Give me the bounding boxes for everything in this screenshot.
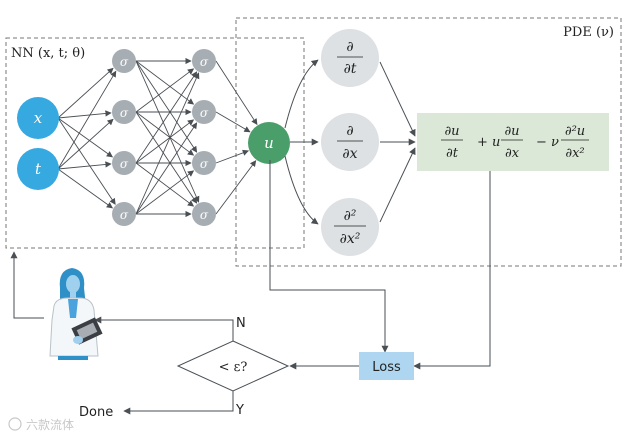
hidden-node-l2-4-label: σ: [200, 208, 209, 222]
hidden-node-l2-3: σ: [192, 151, 216, 175]
eq-term2-num: ∂u: [504, 124, 519, 139]
arrow-u-to-dt: [284, 59, 319, 129]
derivative-dxx-den: ∂x²: [340, 231, 361, 247]
done-label: Done: [79, 405, 113, 420]
arrow-no-to-researcher: [94, 316, 234, 341]
connector-u-to-loss: [269, 160, 389, 353]
hidden-node-l2-1-label: σ: [200, 55, 209, 69]
edge-h1-1-to-h2-0: [135, 68, 195, 113]
decision-no-label: N: [236, 316, 246, 331]
hidden-node-l1-3: σ: [112, 151, 136, 175]
hidden-node-l1-4-label: σ: [120, 208, 129, 222]
edge-input-0-to-h1-0: [57, 67, 114, 119]
input-node-x: x: [17, 97, 59, 139]
arrow-yes-to-done: [123, 391, 234, 415]
edge-input-0-to-h1-3: [57, 117, 116, 205]
edge-input-1-to-h1-1: [57, 118, 114, 170]
input-node-t: t: [17, 148, 59, 190]
network-edges: [57, 57, 258, 218]
connector-eq-to-loss: [413, 171, 491, 370]
edge-h1-3-to-h2-1: [135, 122, 198, 215]
hidden-node-l1-2: σ: [112, 100, 136, 124]
edge-h1-0-to-h2-3: [135, 60, 200, 203]
edge-input-1-to-h1-0: [57, 70, 117, 170]
loss-label: Loss: [372, 360, 401, 375]
pde-box: [235, 17, 622, 267]
edge-input-1-to-h1-2: [57, 161, 112, 170]
edge-h2-3-to-output: [215, 160, 257, 215]
loss-box: Loss: [359, 352, 414, 380]
decision-diamond: < ε?: [176, 340, 290, 392]
hidden-node-l1-1: σ: [112, 49, 136, 73]
edge-h1-3-to-h2-2: [135, 170, 195, 215]
hidden-node-l2-1: σ: [192, 49, 216, 73]
edge-h1-0-to-h2-1: [135, 60, 195, 105]
arrow-dt-to-eq: [379, 61, 416, 137]
eq-plus: + u: [477, 135, 500, 150]
edge-h1-3-to-h2-0: [135, 72, 200, 215]
researcher-icon: [49, 268, 103, 360]
edge-h1-0-to-h2-2: [135, 60, 198, 153]
derivative-dxx-num: ∂²: [344, 208, 357, 224]
arrow-dxx-to-eq: [379, 147, 416, 223]
eq-term1-num: ∂u: [444, 124, 459, 139]
hidden-node-l2-3-label: σ: [200, 157, 209, 171]
network-nodes: x t σ σ σ σ σ σ σ σ u: [17, 49, 290, 226]
watermark: 六款流体: [8, 417, 74, 432]
pde-equation: ∂u ∂t + u ∂u ∂x − ν ∂²u ∂x²: [417, 113, 609, 171]
output-node-u: u: [248, 122, 290, 164]
derivative-dt-den: ∂t: [344, 61, 357, 77]
output-node-u-label: u: [264, 134, 274, 152]
derivative-dt-num: ∂: [346, 39, 353, 55]
decision-yes-label: Y: [235, 403, 244, 418]
eq-term3-num: ∂²u: [565, 124, 585, 139]
edge-h2-1-to-output: [215, 111, 251, 133]
edge-input-1-to-h1-3: [57, 168, 113, 209]
edge-h2-2-to-output: [215, 149, 250, 164]
eq-minus: − ν: [536, 135, 559, 150]
eq-term3-den: ∂x²: [565, 146, 584, 161]
input-node-t-label: t: [35, 160, 42, 178]
hidden-node-l2-2: σ: [192, 100, 216, 124]
edge-input-0-to-h1-1: [57, 110, 112, 119]
hidden-node-l1-4: σ: [112, 202, 136, 226]
nn-box-label: NN (x, t; θ): [11, 46, 85, 61]
edge-h1-1-to-h2-3: [135, 111, 198, 204]
input-node-x-label: x: [34, 109, 43, 127]
hidden-node-l1-2-label: σ: [120, 106, 129, 120]
edge-input-0-to-h1-2: [57, 117, 113, 158]
decision-label: < ε?: [219, 360, 248, 375]
hidden-node-l2-2-label: σ: [200, 106, 209, 120]
edge-h1-1-to-h2-2: [135, 111, 195, 156]
edge-h1-2-to-h2-0: [135, 71, 198, 164]
eq-term2-den: ∂x: [505, 146, 520, 161]
hidden-node-l1-3-label: σ: [120, 157, 129, 171]
pde-box-label: PDE (ν): [563, 25, 614, 40]
derivative-node-dxx: ∂² ∂x²: [321, 198, 379, 256]
hidden-node-l2-4: σ: [192, 202, 216, 226]
nn-box: [5, 37, 305, 249]
arrow-researcher-to-nn: [10, 251, 44, 319]
edge-h2-0-to-output: [215, 60, 258, 126]
watermark-label: 六款流体: [26, 418, 74, 432]
derivative-dx-num: ∂: [346, 123, 353, 139]
derivative-node-dx: ∂ ∂x: [321, 113, 379, 171]
derivative-dx-den: ∂x: [342, 146, 357, 162]
hidden-node-l1-1-label: σ: [120, 55, 129, 69]
edge-h1-2-to-h2-1: [135, 119, 195, 164]
edge-h1-2-to-h2-3: [135, 162, 195, 207]
eq-term1-den: ∂t: [446, 146, 459, 161]
derivative-node-dt: ∂ ∂t: [321, 29, 379, 87]
arrow-u-to-dxx: [284, 155, 319, 225]
